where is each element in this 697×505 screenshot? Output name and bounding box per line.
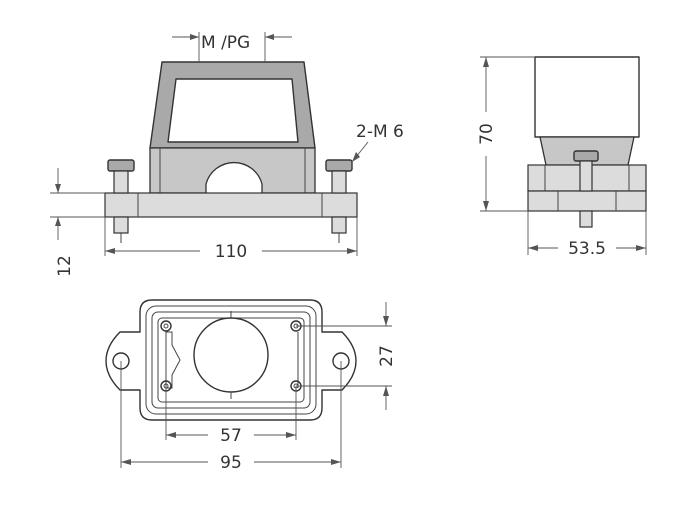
base-length-label: 95 bbox=[220, 453, 242, 473]
front-screw-left bbox=[107, 159, 135, 243]
front-body bbox=[149, 147, 316, 194]
top-view: 27 57 95 bbox=[105, 299, 397, 473]
side-view: 70 53.5 bbox=[477, 56, 647, 259]
front-hood-window bbox=[167, 78, 299, 143]
side-screw bbox=[573, 150, 599, 228]
side-width-label: 53.5 bbox=[568, 239, 606, 259]
top-screw-tl bbox=[160, 320, 172, 332]
hole-spacing-short-label: 27 bbox=[377, 345, 397, 367]
front-width-label: 110 bbox=[215, 242, 247, 262]
side-height-label: 70 bbox=[477, 123, 497, 145]
flange-height-label: 12 bbox=[55, 255, 75, 277]
thread-side-label: 2-M 6 bbox=[356, 122, 404, 142]
top-outline-inner bbox=[145, 305, 317, 415]
side-hood bbox=[534, 56, 640, 138]
thread-top-label: M /PG bbox=[201, 33, 250, 53]
front-screw-right bbox=[325, 159, 353, 243]
hole-spacing-long-label: 57 bbox=[220, 426, 242, 446]
side-base bbox=[527, 190, 647, 212]
front-view: M /PG 2-M 6 12 110 bbox=[50, 32, 404, 277]
front-base-flange bbox=[104, 192, 358, 218]
